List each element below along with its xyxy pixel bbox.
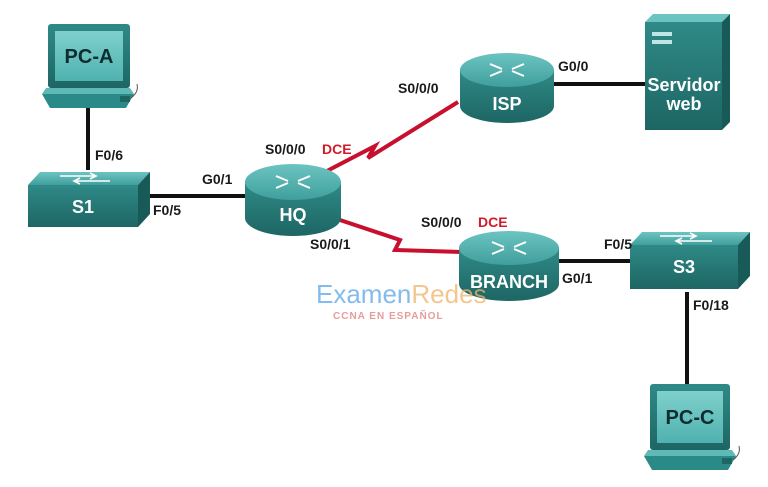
pc-a-device[interactable]: PC-A [42, 24, 138, 108]
isp-label: ISP [492, 94, 521, 114]
port-label-branch-g0-1: G0/1 [562, 270, 593, 286]
server-label-line1: Servidor [647, 75, 720, 95]
pc-a-label: PC-A [65, 46, 114, 68]
server-icon [645, 14, 730, 130]
links [86, 82, 689, 384]
computer-icon [42, 24, 138, 108]
branch-label: BRANCH [470, 272, 548, 292]
link-hq-branch-serial [339, 218, 463, 254]
port-labels: F0/6 F0/5 G0/1 S0/0/0 DCE S0/0/1 S0/0/0 … [95, 58, 729, 313]
hq-label: HQ [280, 205, 307, 225]
port-label-pca-f0-6: F0/6 [95, 147, 123, 163]
watermark-brand-part2: Redes [411, 279, 486, 309]
port-label-hq-s0-0-1: S0/0/1 [310, 236, 351, 252]
watermark: ExamenRedes CCNA EN ESPAÑOL [316, 279, 487, 322]
s3-label: S3 [673, 257, 695, 277]
router-icon [245, 164, 341, 236]
port-label-s3-f0-18: F0/18 [693, 297, 729, 313]
switch-icon [630, 232, 750, 289]
port-label-isp-s0-0-0: S0/0/0 [398, 80, 439, 96]
link-hq-isp-serial [324, 100, 460, 174]
isp-router[interactable]: ISP [460, 53, 554, 123]
port-label-s1-f0-5: F0/5 [153, 202, 181, 218]
port-label-branch-s0-0-0: S0/0/0 [421, 214, 462, 230]
dce-label-hq: DCE [322, 141, 352, 157]
pc-c-label: PC-C [666, 407, 715, 429]
port-label-s3-f0-5: F0/5 [604, 236, 632, 252]
router-icon [459, 231, 559, 301]
switch-icon [28, 172, 150, 227]
web-server[interactable]: Servidor web [645, 14, 730, 130]
s1-label: S1 [72, 197, 94, 217]
pc-c-device[interactable]: PC-C [644, 384, 740, 470]
watermark-tagline: CCNA EN ESPAÑOL [333, 309, 444, 322]
port-label-hq-s0-0-0: S0/0/0 [265, 141, 306, 157]
s1-switch[interactable]: S1 [28, 172, 150, 227]
port-label-hq-g0-1: G0/1 [202, 171, 233, 187]
computer-icon [644, 384, 740, 470]
dce-label-branch: DCE [478, 214, 508, 230]
router-icon [460, 53, 554, 123]
watermark-brand: ExamenRedes [316, 279, 487, 309]
branch-router[interactable]: BRANCH [459, 231, 559, 301]
s3-switch[interactable]: S3 [630, 232, 750, 289]
watermark-brand-part1: Examen [316, 279, 411, 309]
hq-router[interactable]: HQ [245, 164, 341, 236]
port-label-isp-g0-0: G0/0 [558, 58, 589, 74]
server-label-line2: web [665, 94, 701, 114]
